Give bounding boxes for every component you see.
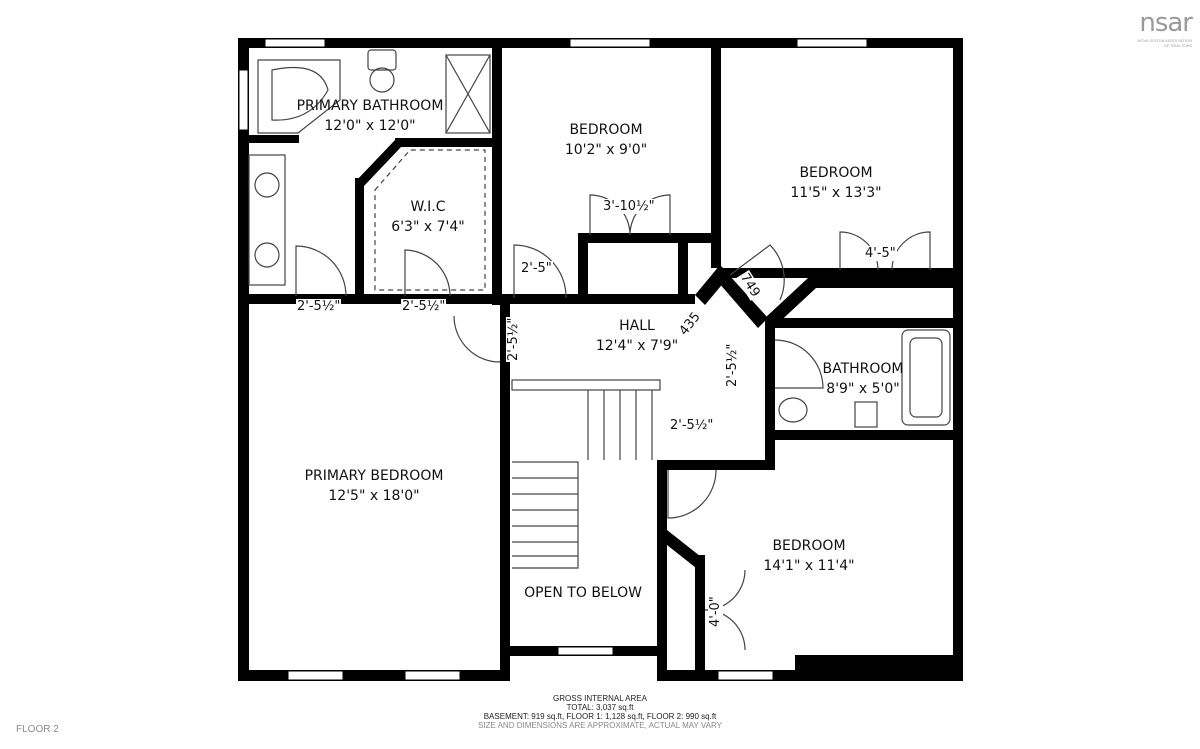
dim-hall-vertical: 2'-5½" <box>506 316 521 362</box>
dim-bed1-door: 2'-5" <box>520 261 553 276</box>
room-primary-bathroom: PRIMARY BATHROOM 12'0" x 12'0" <box>297 96 444 136</box>
room-bathroom: BATHROOM 8'9" x 5'0" <box>822 359 903 399</box>
room-size: 12'5" x 18'0" <box>328 488 420 504</box>
floor-label: FLOOR 2 <box>16 724 59 735</box>
room-size: 6'3" x 7'4" <box>391 219 465 235</box>
fixtures <box>248 49 951 651</box>
dim-primary-bath-door: 2'-5½" <box>296 299 342 314</box>
room-name: BEDROOM <box>772 538 846 554</box>
room-hall: HALL 12'4" x 7'9" <box>596 316 678 356</box>
area-breakdown: BASEMENT: 919 sq.ft, FLOOR 1: 1,128 sq.f… <box>483 712 717 721</box>
room-size: 12'0" x 12'0" <box>324 118 416 134</box>
room-size: 11'5" x 13'3" <box>790 185 882 201</box>
area-disclaimer: SIZE AND DIMENSIONS ARE APPROXIMATE, ACT… <box>478 721 722 730</box>
dim-bed3-closet: 4'-0" <box>708 595 723 628</box>
dim-bed2-closet: 4'-5" <box>864 246 897 261</box>
room-size: 8'9" x 5'0" <box>826 381 900 397</box>
walls <box>238 38 963 681</box>
room-name: PRIMARY BEDROOM <box>304 468 444 484</box>
room-bedroom-3: BEDROOM 14'1" x 11'4" <box>763 536 854 576</box>
room-name: BATHROOM <box>822 361 904 377</box>
room-bedroom-2: BEDROOM 11'5" x 13'3" <box>790 163 881 203</box>
dim-wic-door: 2'-5½" <box>401 299 447 314</box>
windows <box>238 38 868 681</box>
logo-sub-2: OF REALTORS <box>1164 43 1192 48</box>
room-wic: W.I.C 6'3" x 7'4" <box>391 197 464 237</box>
room-name: BEDROOM <box>569 122 643 138</box>
brand-logo: nsar NOVA SCOTIA ASSOCIATION OF REALTORS <box>1137 8 1193 48</box>
area-title: GROSS INTERNAL AREA <box>553 694 647 703</box>
room-name: OPEN TO BELOW <box>524 585 642 601</box>
area-total: TOTAL: 3,037 sq.ft <box>566 703 634 712</box>
room-size: 12'4" x 7'9" <box>595 338 679 354</box>
dim-bathroom-door: 2'-5½" <box>725 342 740 388</box>
room-size: 10'2" x 9'0" <box>564 142 648 158</box>
room-name: BEDROOM <box>799 165 873 181</box>
room-name: HALL <box>619 318 655 334</box>
room-bedroom-1: BEDROOM 10'2" x 9'0" <box>565 120 647 160</box>
room-size: 14'1" x 11'4" <box>763 558 855 574</box>
room-open-to-below: OPEN TO BELOW <box>524 583 642 603</box>
dim-bed3-door: 2'-5½" <box>669 418 715 433</box>
dim-bed1-closet: 3'-10½" <box>602 199 656 214</box>
room-name: PRIMARY BATHROOM <box>296 98 444 114</box>
room-primary-bedroom: PRIMARY BEDROOM 12'5" x 18'0" <box>305 466 444 506</box>
logo-mark: nsar <box>1139 8 1193 38</box>
area-summary: GROSS INTERNAL AREA TOTAL: 3,037 sq.ft B… <box>0 694 1200 730</box>
logo-sub-1: NOVA SCOTIA ASSOCIATION <box>1137 38 1192 43</box>
room-name: W.I.C <box>410 199 446 215</box>
